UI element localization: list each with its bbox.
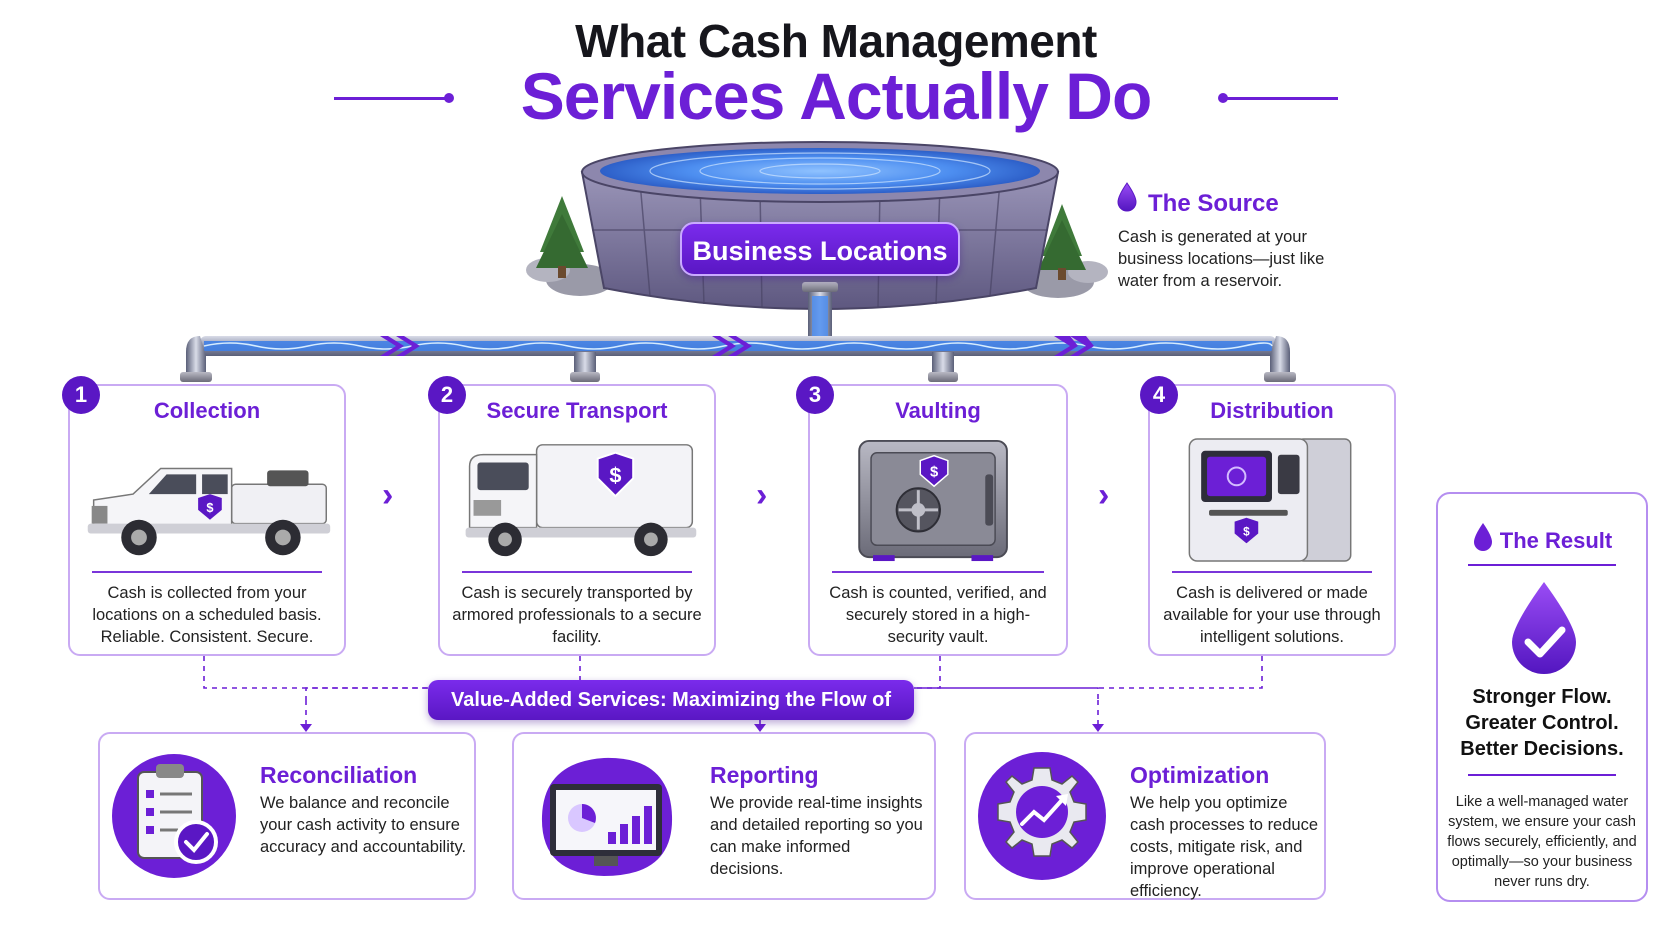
result-line-2: Greater Control. [1465, 712, 1619, 734]
business-locations-label: Business Locations [680, 222, 960, 276]
title-rule-dot-left [444, 93, 454, 103]
gear-growth-icon [978, 752, 1106, 880]
vault-safe-icon: $ [858, 439, 1008, 562]
step-title: Vaulting [895, 398, 981, 423]
title-rule-left [334, 97, 448, 100]
step-number-1: 1 [62, 376, 100, 414]
step-description: Cash is collected from your locations on… [92, 584, 322, 646]
pickup-truck-icon: $ [87, 467, 331, 556]
step-title: Secure Transport [486, 398, 668, 423]
value-connectors [203, 656, 1263, 728]
service-card-reconciliation: Reconciliation We balance and reconcile … [98, 732, 476, 900]
step-number-3: 3 [796, 376, 834, 414]
step-description: Cash is counted, verified, and securely … [829, 584, 1047, 646]
result-description: Like a well-managed water system, we ens… [1447, 794, 1637, 890]
step-number-2: 2 [428, 376, 466, 414]
step-number-4: 4 [1140, 376, 1178, 414]
result-panel: The Result Stronger Flow. Greater Contro… [1436, 492, 1648, 902]
source-heading: The Source [1148, 190, 1279, 217]
chevron-right-icon: › [756, 476, 768, 514]
result-summary: Stronger Flow. Greater Control. Better D… [1438, 684, 1646, 762]
step-card-distribution: Distribution $ Cash is delivered or made… [1148, 384, 1396, 656]
svg-text:$: $ [1243, 524, 1250, 538]
service-title: Reconciliation [260, 762, 418, 788]
source-description: Cash is generated at your business locat… [1118, 228, 1325, 290]
service-description: We balance and reconcile your cash activ… [260, 794, 467, 856]
main-pipe [200, 336, 1276, 356]
clipboard-check-icon [112, 754, 236, 878]
pine-tree-right-icon [1038, 204, 1086, 280]
svg-text:$: $ [206, 500, 213, 515]
result-line-3: Better Decisions. [1460, 738, 1624, 760]
step-divider [832, 571, 1044, 573]
water-drop-icon [1117, 182, 1137, 212]
title-rule-right [1224, 97, 1338, 100]
step-card-vaulting: Vaulting $ Cash is counted, verified, an… [808, 384, 1068, 656]
pine-tree-left-icon [536, 196, 588, 278]
atm-machine-icon: $ [1188, 438, 1352, 562]
title-line-1: What Cash Management [575, 15, 1097, 67]
pipe-drops [180, 336, 1296, 382]
service-card-reporting: Reporting We provide real-time insights … [512, 732, 936, 900]
service-description: We help you optimize cash processes to r… [1130, 794, 1319, 900]
svg-text:$: $ [609, 462, 621, 487]
svg-text:$: $ [930, 464, 938, 480]
service-description: We provide real-time insights and detail… [710, 794, 923, 878]
step-title: Distribution [1210, 398, 1334, 423]
result-line-1: Stronger Flow. [1472, 686, 1612, 708]
reporting-monitor-icon [541, 757, 673, 876]
step-divider [92, 571, 322, 573]
service-title: Reporting [710, 762, 819, 788]
value-added-label: Value-Added Services: Maximizing the Flo… [428, 680, 914, 751]
result-divider-top [1468, 564, 1616, 566]
chevron-right-icon: › [382, 476, 394, 514]
step-card-collection: Collection $ Cash is collected from your… [68, 384, 346, 656]
title-line-2: Services Actually Do [520, 59, 1153, 133]
title-rule-dot-right [1218, 93, 1228, 103]
service-title: Optimization [1130, 762, 1270, 788]
step-card-secure-transport: Secure Transport $ Cash is securely tran… [438, 384, 716, 656]
chevron-right-icon: › [1098, 476, 1110, 514]
armored-truck-icon: $ [465, 444, 697, 557]
pipe-flow-chevrons [380, 336, 1094, 356]
service-card-optimization: Optimization We help you optimize cash p… [964, 732, 1326, 900]
step-description: Cash is delivered or made available for … [1163, 584, 1381, 646]
water-drop-icon [1474, 523, 1492, 551]
result-divider-bottom [1468, 774, 1616, 776]
step-divider [1172, 571, 1372, 573]
checkmark-icon [1512, 582, 1576, 674]
step-divider [462, 571, 692, 573]
result-heading: The Result [1499, 528, 1613, 553]
step-title: Collection [153, 398, 261, 423]
step-description: Cash is securely transported by armored … [452, 584, 702, 646]
